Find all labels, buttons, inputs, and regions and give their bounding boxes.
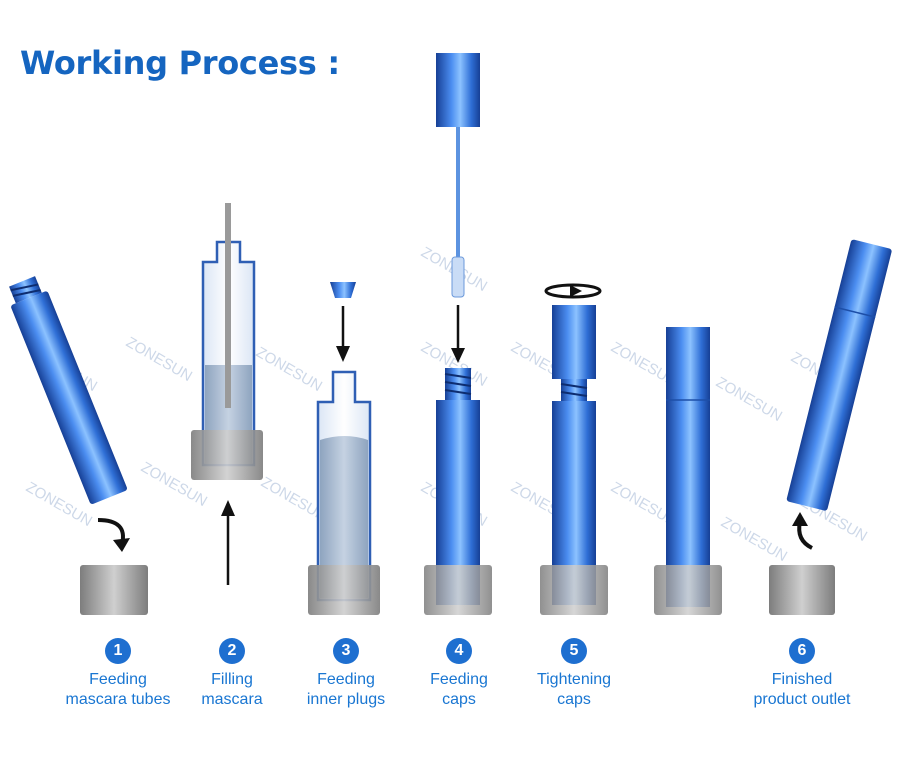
step-label-line1: Feeding — [430, 671, 488, 688]
tube-holder — [424, 565, 492, 615]
tube-holder — [769, 565, 835, 615]
watermark: ZONESUN — [713, 374, 785, 425]
step-label-line1: Feeding — [317, 671, 375, 688]
mascara-tube — [11, 291, 127, 504]
step-label: Finished product outlet — [727, 670, 877, 710]
step-number-badge: 3 — [333, 638, 359, 664]
step-label: Filling mascara — [157, 670, 307, 710]
step-label-line1: Feeding — [89, 671, 147, 688]
step-label-line2: mascara tubes — [65, 691, 171, 708]
step-label: Feeding inner plugs — [271, 670, 421, 710]
step-label: Feeding mascara tubes — [43, 670, 193, 710]
tube-thread — [561, 379, 587, 401]
step5-illustration — [540, 283, 608, 615]
tube-holder — [308, 565, 380, 615]
step6-illustration — [769, 239, 892, 615]
mascara-liquid — [320, 436, 368, 598]
mascara-cap — [436, 53, 480, 127]
watermark: ZONESUN — [718, 514, 790, 565]
step-number-badge: 5 — [561, 638, 587, 664]
tube-holder — [191, 430, 263, 480]
step-2: 2 Filling mascara — [157, 638, 307, 710]
inner-plug — [330, 282, 356, 298]
page-title: Working Process : — [20, 44, 340, 82]
step1-illustration — [9, 276, 148, 615]
process-illustration: ZONESUN ZONESUN ZONESUN ZONESUN ZONESUN … — [9, 53, 892, 615]
step-label-line2: caps — [557, 691, 591, 708]
tube-holder — [540, 565, 608, 615]
step-label-line1: Filling — [211, 671, 253, 688]
step-label-line2: inner plugs — [306, 691, 386, 708]
step-number-badge: 1 — [105, 638, 131, 664]
tube-holder — [80, 565, 148, 615]
step-6: 6 Finished product outlet — [727, 638, 877, 710]
step-label-line2: mascara — [201, 691, 263, 708]
mascara-cap — [552, 305, 596, 379]
step-label-line2: caps — [442, 691, 476, 708]
step-label: Feeding caps — [384, 670, 534, 710]
rotate-arrow — [544, 283, 602, 299]
brush-head — [451, 256, 465, 298]
step4-illustration — [424, 53, 492, 615]
step-4: 4 Feeding caps — [384, 638, 534, 710]
step-number-badge: 2 — [219, 638, 245, 664]
brush-wand — [456, 127, 460, 257]
step3-illustration — [308, 282, 380, 615]
tube-holder — [654, 565, 722, 615]
step-3: 3 Feeding inner plugs — [271, 638, 421, 710]
tube-thread — [9, 276, 42, 304]
step-label: Tightening caps — [499, 670, 649, 710]
step-number-badge: 6 — [789, 638, 815, 664]
step-number-badge: 4 — [446, 638, 472, 664]
watermark: ZONESUN — [253, 344, 325, 395]
step-1: 1 Feeding mascara tubes — [43, 638, 193, 710]
mascara-tube — [666, 327, 710, 607]
watermark: ZONESUN — [123, 334, 195, 385]
step2-illustration — [191, 203, 263, 585]
step-5: 5 Tightening caps — [499, 638, 649, 710]
step-label-line1: Finished — [771, 671, 833, 688]
finished-tube — [786, 239, 892, 511]
step-label-line2: product outlet — [753, 691, 851, 708]
filling-nozzle — [225, 203, 231, 408]
step-label-line1: Tightening — [536, 671, 612, 688]
capped-tube-illustration — [654, 327, 722, 615]
